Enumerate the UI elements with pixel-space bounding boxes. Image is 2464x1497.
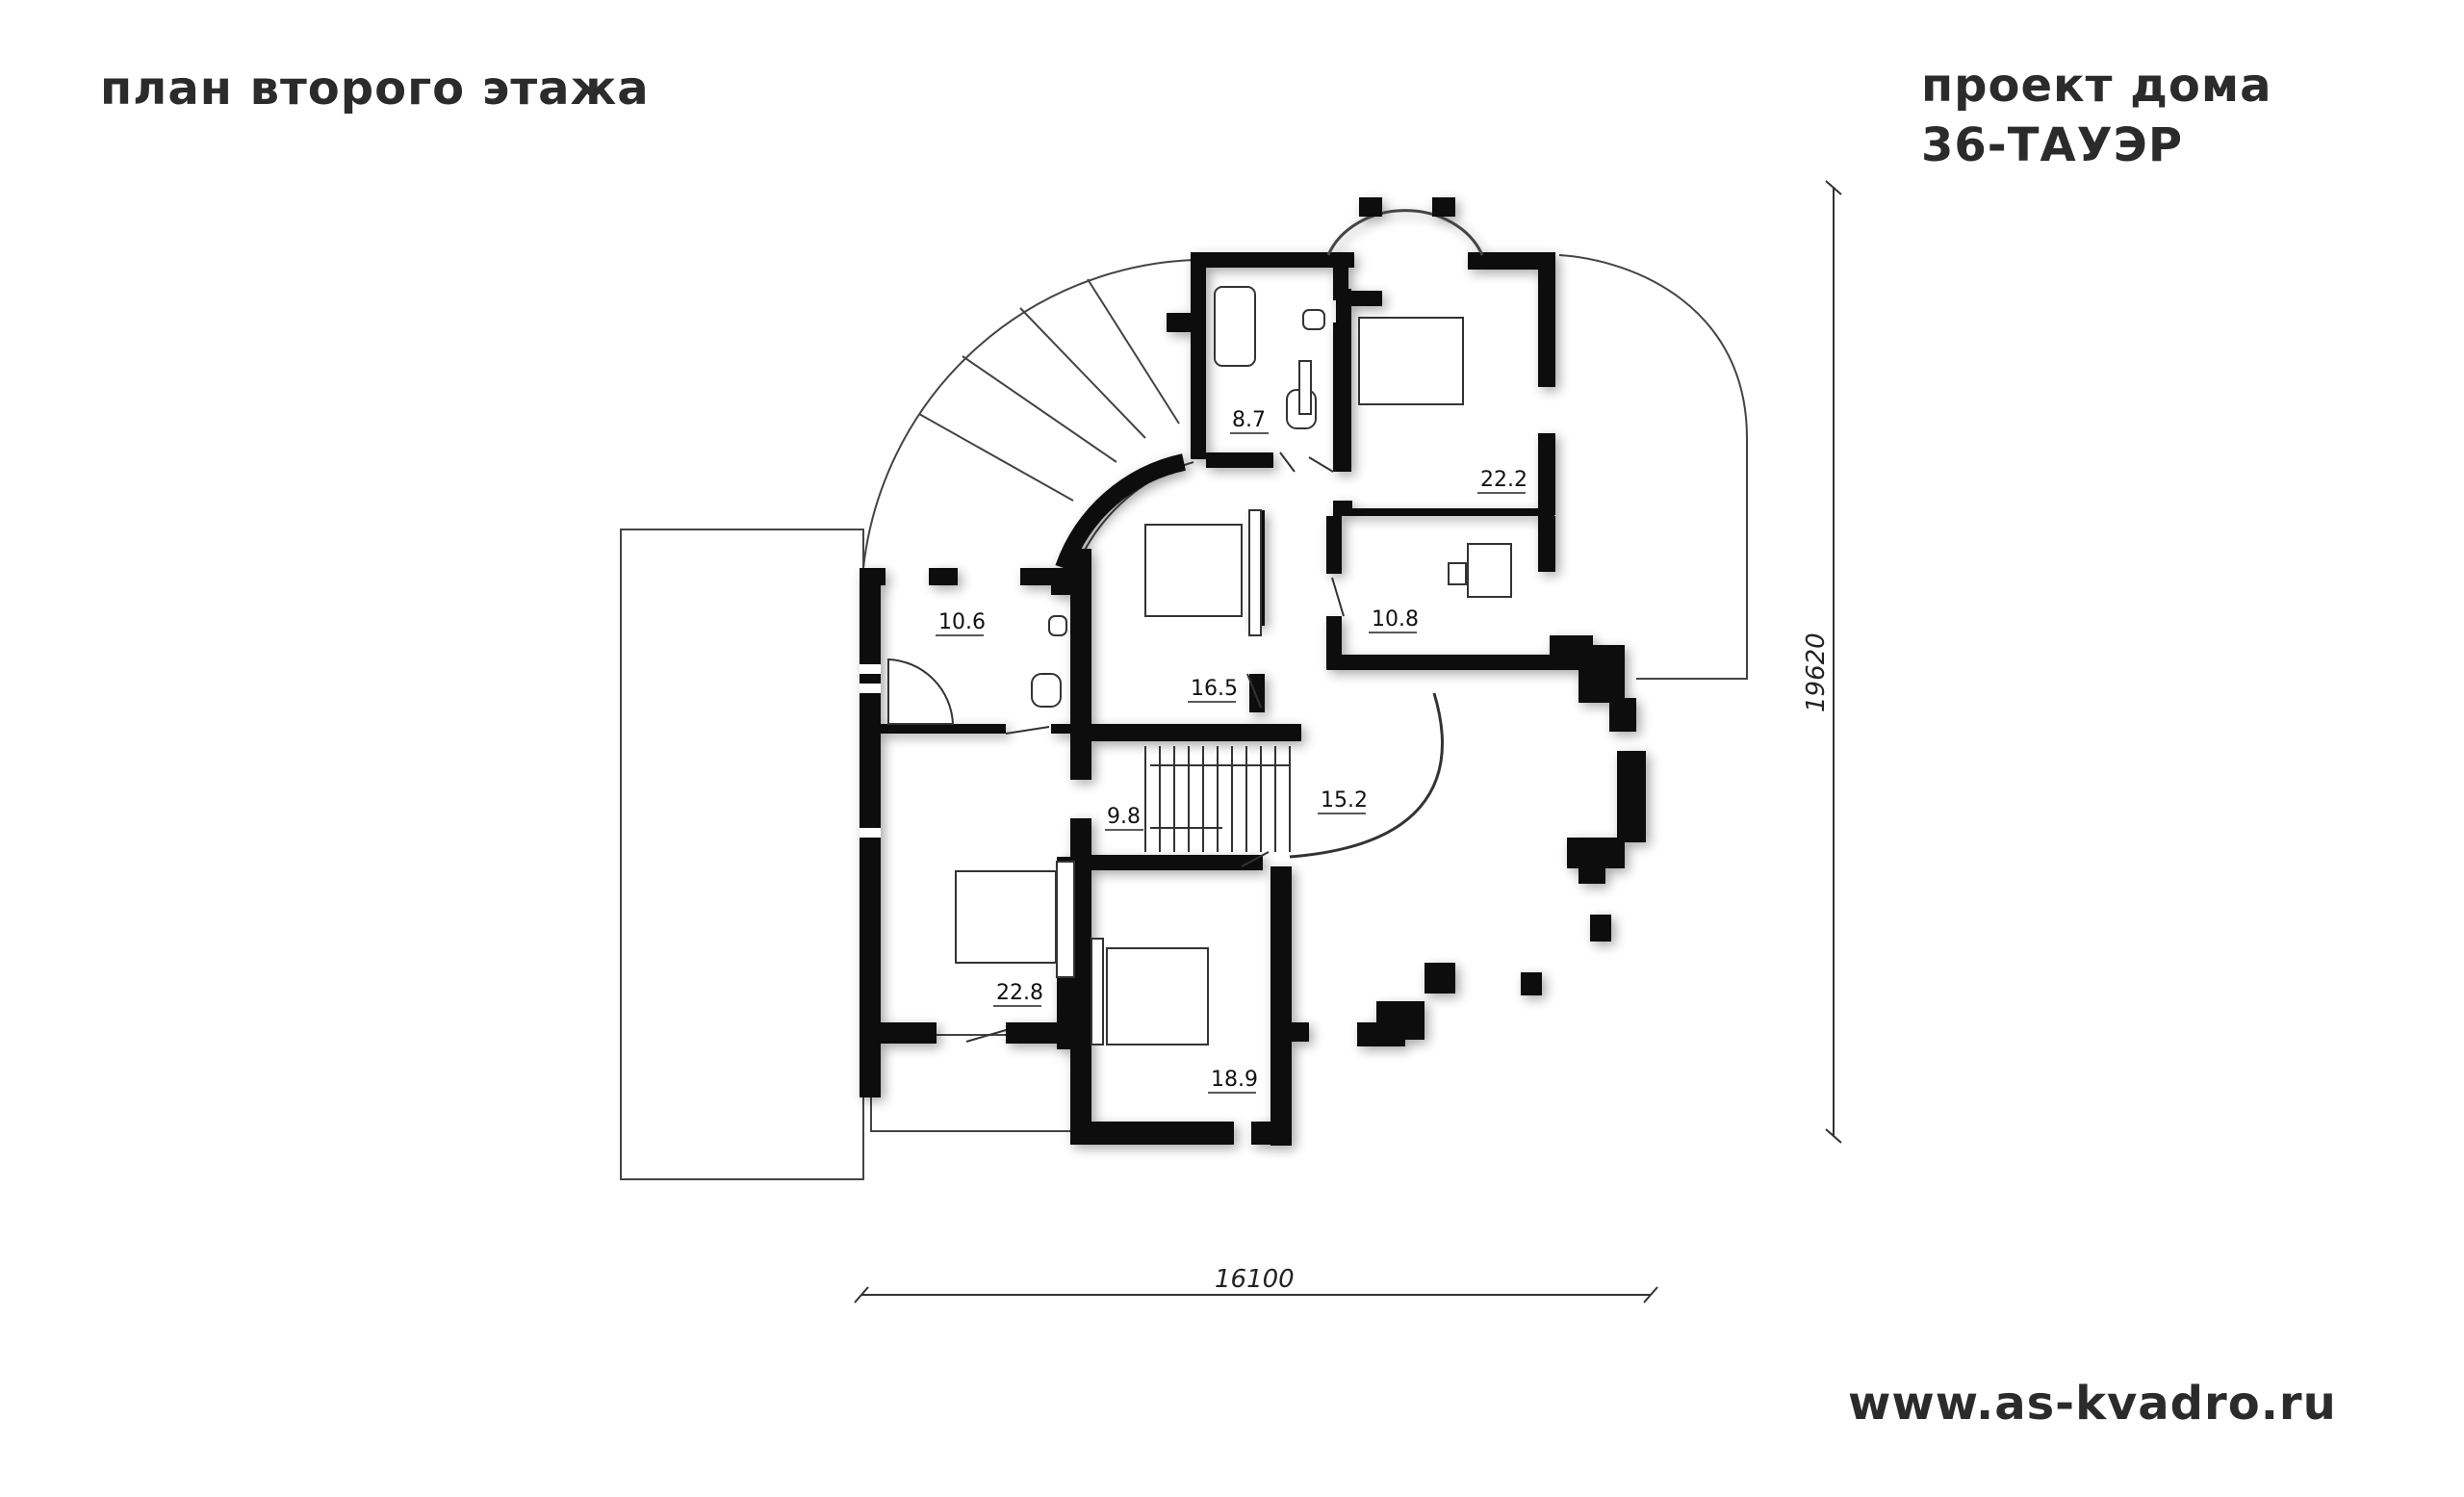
bed-left	[955, 870, 1057, 964]
balcony	[870, 1034, 1074, 1132]
desk	[1467, 543, 1512, 598]
plan-title: план второго этажа	[100, 62, 650, 116]
room-area-bedroom-left: 22.8	[996, 981, 1043, 1005]
website-link[interactable]: www.as-kvadro.ru	[1848, 1377, 2337, 1431]
project-title-line1: проект дома	[1921, 59, 2272, 113]
room-area-bathroom-left: 10.6	[938, 610, 986, 634]
furniture	[955, 317, 1512, 1045]
dimension-width-label: 16100	[1215, 1265, 1295, 1294]
room-area-bedroom-top-right: 22.2	[1480, 468, 1527, 492]
dimension-height: 19620	[1802, 180, 1842, 1144]
interior-staircase	[1144, 746, 1291, 852]
room-areas: 8.7 22.2 10.6 16.5 10.8 9.8 15.2 22.8 18…	[936, 408, 1527, 1094]
room-area-stair-landing: 9.8	[1107, 805, 1141, 829]
room-area-bath-top: 8.7	[1232, 408, 1266, 432]
bed-top-right	[1358, 317, 1464, 405]
exterior-staircase	[862, 259, 1194, 593]
terrace	[620, 529, 864, 1180]
project-title-line2: 36-ТАУЭР	[1921, 118, 2184, 172]
right-terrace	[1558, 254, 1748, 680]
room-area-bedroom-bottom: 18.9	[1211, 1068, 1258, 1092]
bathtub	[1214, 286, 1256, 367]
room-area-study: 10.8	[1372, 607, 1419, 632]
corner-bathtub	[887, 658, 955, 725]
bed-bottom	[1106, 947, 1209, 1045]
dimension-width: 16100	[854, 1265, 1658, 1303]
bed-center	[1144, 524, 1243, 617]
door-swings	[965, 452, 1444, 1043]
dimension-height-label: 19620	[1802, 632, 1831, 712]
room-area-bedroom-center: 16.5	[1191, 677, 1238, 701]
project-title: проект дома 36-ТАУЭР	[1921, 56, 2272, 175]
walls	[860, 197, 1646, 1146]
room-area-hall: 15.2	[1321, 788, 1368, 813]
